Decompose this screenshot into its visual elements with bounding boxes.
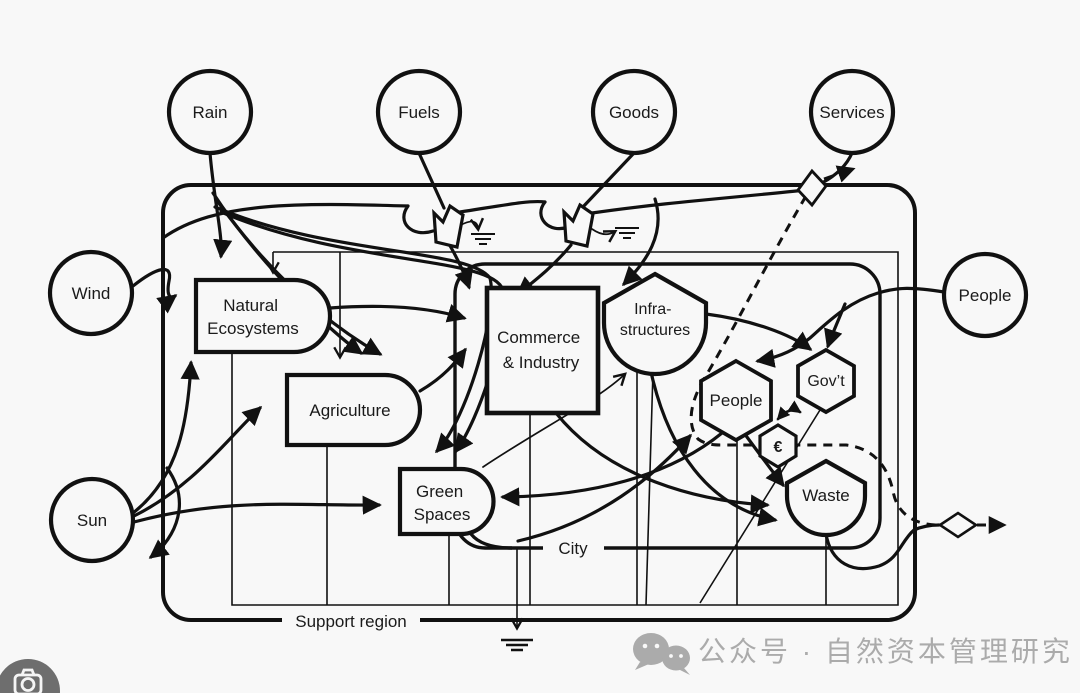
- node-infrastructures: [601, 271, 709, 377]
- support-region-label: Support region: [295, 612, 407, 631]
- waste-label: Waste: [802, 486, 850, 505]
- flow-people-to-waste: [742, 431, 785, 488]
- feedback-bus: [231, 251, 899, 606]
- city-label: City: [558, 539, 588, 558]
- commerce-industry-label: Commerce & Industry: [497, 328, 585, 372]
- heat-sink-icons: [471, 227, 639, 652]
- heat-sink-goods-icon: [615, 227, 639, 239]
- wechat-icon: [633, 633, 690, 675]
- city-boundary-greenspaces-merge: [469, 532, 513, 550]
- flow-sun-to-natural-ecosystems: [131, 360, 200, 515]
- camera-icon: [13, 668, 43, 693]
- flow-sun-to-agriculture: [132, 406, 263, 518]
- flow-wind-to-natural-ecosystems: [131, 267, 178, 314]
- source-people-external: [941, 251, 1029, 339]
- flow-dispersal-out: [148, 466, 181, 559]
- source-rain-label: Rain: [193, 103, 228, 122]
- flow-green-spaces-to-people: [516, 433, 692, 543]
- heat-sink-region-icon: [501, 638, 533, 652]
- flow-sun-to-green-spaces: [132, 495, 382, 524]
- node-people: [699, 358, 773, 443]
- region-boundaries: [161, 183, 917, 631]
- flow-infrastructures-to-waste: [649, 370, 778, 527]
- flow-infrastructures-to-govt: [704, 312, 813, 351]
- node-money: [758, 423, 798, 469]
- flow-agriculture-to-commerce: [418, 347, 467, 393]
- agriculture-label: Agriculture: [309, 401, 390, 420]
- source-rain: [166, 68, 254, 156]
- source-people-external-label: People: [959, 286, 1012, 305]
- flow-fuels-heat-sink-link: [460, 217, 485, 232]
- support-region-boundary: [161, 183, 917, 622]
- watermark-text: 公众号 · 自然资本管理研究: [698, 636, 1073, 667]
- source-sun: [48, 476, 136, 564]
- flow-waste-to-export: [824, 523, 941, 571]
- services-gate-diamond-icon: [796, 168, 828, 208]
- flow-ecosystems-to-commerce: [328, 304, 467, 323]
- node-govt: [796, 347, 856, 415]
- flow-goods-inlet: [579, 151, 636, 211]
- flow-people-govt-exchange: [776, 400, 802, 421]
- export-gate-diamond-icon: [937, 511, 979, 539]
- node-green-spaces: [397, 466, 496, 537]
- source-services-label: Services: [819, 103, 884, 122]
- source-services: [808, 68, 896, 156]
- flow-fuels-inlet: [417, 151, 446, 210]
- node-waste: [784, 458, 868, 538]
- flow-services-export-dashed: [823, 165, 856, 183]
- source-goods-label: Goods: [609, 103, 659, 122]
- source-wind: [47, 249, 135, 337]
- source-wind-label: Wind: [72, 284, 111, 303]
- heat-sink-fuels-icon: [471, 233, 495, 245]
- import-gate-fuels-icon: [432, 203, 465, 249]
- nodes: [47, 68, 1029, 564]
- symbols: [432, 168, 979, 652]
- money-label: €: [774, 439, 783, 456]
- flow-commerce-to-waste: [554, 411, 770, 514]
- green-spaces-label: Green Spaces: [414, 482, 471, 524]
- flow-top-line: [161, 188, 808, 240]
- govt-label: Gov’t: [807, 373, 845, 390]
- flow-people-to-green-spaces: [500, 431, 724, 507]
- people-label: People: [710, 391, 763, 410]
- natural-ecosystems-label: Natural Ecosystems: [207, 296, 299, 338]
- flow-green-spaces-to-infrastructures: [482, 372, 627, 468]
- flow-topline-to-infrastructures: [621, 197, 660, 287]
- source-sun-label: Sun: [77, 511, 107, 530]
- labels: Rain Fuels Goods Services Wind Sun Peopl…: [72, 103, 1012, 631]
- infrastructures-label: Infra- structures: [620, 301, 690, 339]
- flow-water-to-green-spaces-1: [213, 205, 493, 454]
- flow-peoplecircle-to-govt: [824, 302, 847, 349]
- camera-lens-button[interactable]: [0, 659, 60, 693]
- import-gate-goods-icon: [562, 202, 595, 248]
- flow-water-to-green-spaces-2: [219, 210, 506, 454]
- node-agriculture: [284, 372, 423, 448]
- watermark: 公众号 · 自然资本管理研究: [633, 633, 1073, 675]
- source-fuels: [375, 68, 463, 156]
- flow-goods-heat-sink-link: [591, 228, 618, 243]
- flow-fuels-to-commerce: [447, 242, 473, 290]
- flow-services-money-dashed: [689, 195, 937, 527]
- source-goods: [590, 68, 678, 156]
- money-flows: [689, 165, 1007, 534]
- node-natural-ecosystems: [193, 277, 333, 355]
- node-commerce-industry: [484, 285, 601, 416]
- source-fuels-label: Fuels: [398, 103, 440, 122]
